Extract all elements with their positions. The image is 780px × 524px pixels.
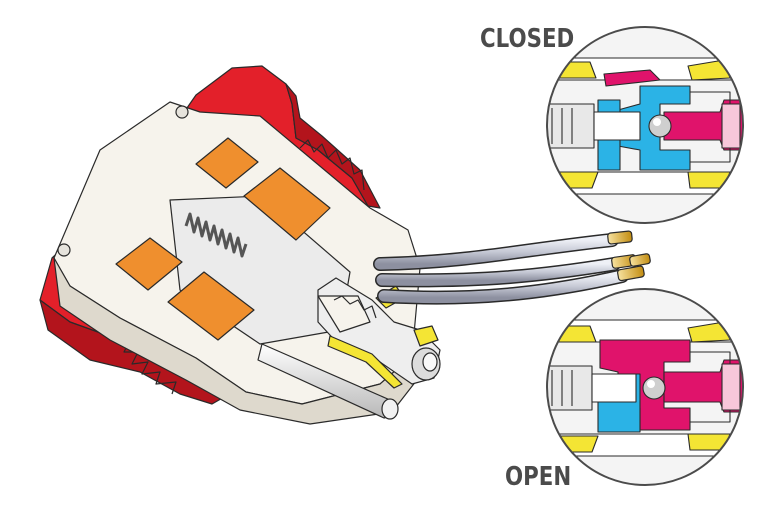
- spring-icon: [184, 212, 248, 258]
- closed-label: CLOSED: [480, 24, 575, 54]
- open-label: OPEN: [505, 462, 572, 492]
- plunger-rod: [257, 343, 399, 420]
- coil-windings: [115, 137, 331, 341]
- closed-detail: [546, 26, 744, 224]
- lead-wire-icon: [373, 230, 651, 305]
- open-detail: [546, 288, 744, 486]
- solenoid-assembly: [39, 65, 651, 425]
